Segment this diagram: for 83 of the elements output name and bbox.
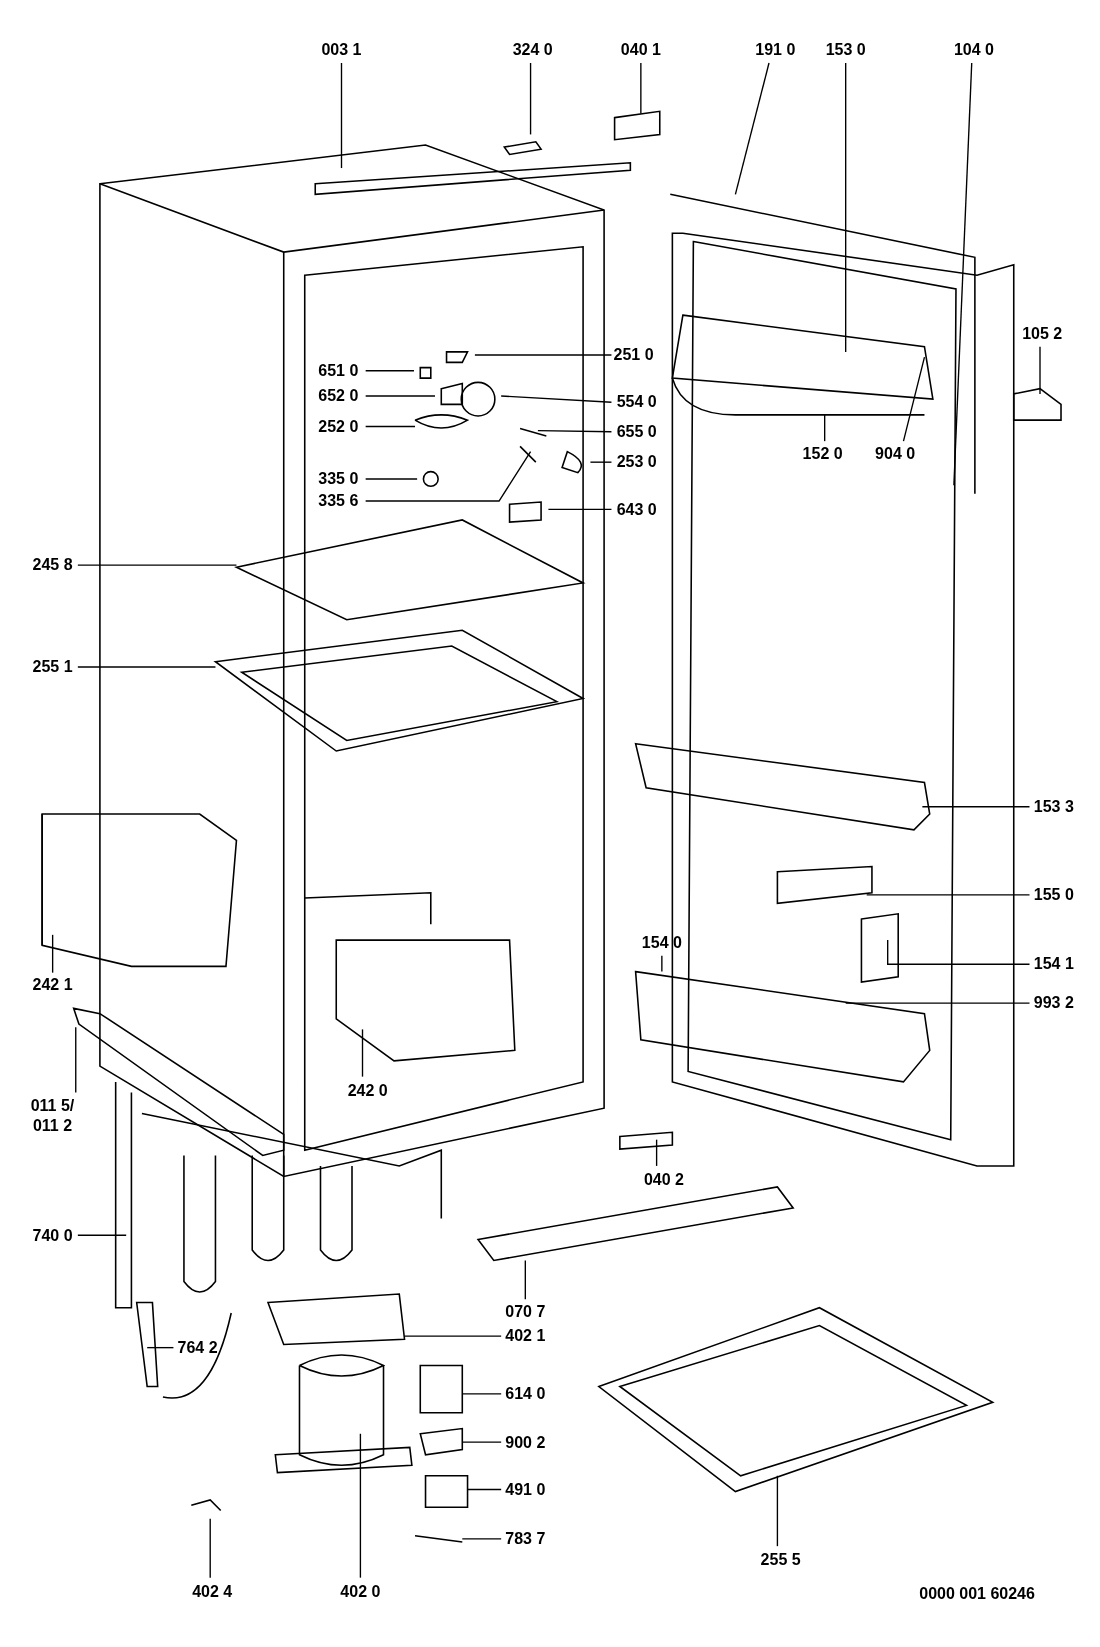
leader-line	[364, 425, 416, 428]
leader-line	[824, 414, 826, 442]
leader-line	[474, 354, 613, 356]
leader-line	[146, 1346, 175, 1349]
leader-line	[661, 955, 663, 973]
callout-number: 783 7	[505, 1529, 546, 1550]
callout-number: 153 0	[825, 40, 866, 61]
callout-number: 335 6	[318, 491, 359, 512]
callout-number: 651 0	[318, 360, 359, 381]
callout-number: 255 5	[760, 1550, 801, 1571]
callout-number: 070 7	[505, 1302, 546, 1323]
drawing-number: 0000 001 60246	[919, 1583, 1035, 1604]
leader-line	[589, 461, 613, 463]
callout-number: 993 2	[1033, 993, 1074, 1014]
callout-number: 251 0	[613, 345, 654, 366]
callout-number: 104 0	[953, 40, 994, 61]
leader-line	[461, 1393, 502, 1395]
leader-line	[655, 1139, 658, 1167]
callout-number: 040 1	[620, 40, 661, 61]
callout-number: 242 0	[347, 1080, 388, 1101]
leader-line	[77, 666, 217, 668]
callout-number: 105 2	[1022, 324, 1063, 345]
leader-line	[1039, 345, 1041, 395]
callout-number: 245 8	[32, 555, 73, 576]
callout-number: 154 1	[1033, 954, 1074, 975]
leader-line	[776, 1475, 779, 1547]
leader-line	[529, 62, 532, 136]
leader-line	[734, 62, 770, 195]
callout-number: 153 3	[1033, 796, 1074, 817]
callout-number: 900 2	[505, 1432, 546, 1453]
leader-line	[340, 62, 343, 169]
leader-line	[921, 806, 1031, 808]
leader-line	[524, 1259, 526, 1300]
leader-line	[845, 1002, 1031, 1004]
callout-number: 335 0	[318, 469, 359, 490]
leader-line	[461, 1441, 502, 1443]
leader-line	[866, 894, 1031, 896]
callout-number: 764 2	[177, 1337, 218, 1358]
leader-line	[364, 478, 418, 480]
leader-line	[209, 1518, 211, 1579]
leader-line	[547, 508, 613, 511]
leader-line	[887, 939, 1031, 965]
leader-line	[953, 62, 973, 486]
leader-line	[359, 1433, 362, 1579]
callout-number: 554 0	[616, 392, 657, 413]
callout-number: 614 0	[505, 1384, 546, 1405]
callout-number: 324 0	[512, 40, 553, 61]
leader-line	[77, 564, 238, 566]
leader-line	[51, 934, 54, 974]
callout-number: 740 0	[32, 1225, 73, 1246]
callout-number: 242 1	[32, 975, 73, 996]
callout-number: 011 5/ 011 2	[26, 1095, 79, 1136]
leader-line	[403, 1335, 502, 1337]
callout-number: 152 0	[802, 443, 843, 464]
leader-line	[466, 1488, 502, 1491]
leader-line	[364, 370, 415, 372]
leader-line	[77, 1234, 127, 1236]
leader-line	[461, 1538, 502, 1540]
callout-number: 402 1	[505, 1326, 546, 1347]
leader-line	[364, 450, 532, 502]
leader-line	[500, 395, 613, 403]
leader-line	[640, 62, 642, 115]
leader-line	[845, 62, 847, 353]
callout-number: 904 0	[875, 443, 916, 464]
callout-number: 255 1	[32, 657, 73, 678]
callout-number: 655 0	[616, 421, 657, 442]
callout-number: 402 4	[192, 1581, 233, 1602]
leader-line	[361, 1028, 364, 1078]
callout-number: 191 0	[755, 40, 796, 61]
callout-number: 402 0	[340, 1581, 381, 1602]
callout-number: 040 2	[643, 1169, 684, 1190]
callout-number: 652 0	[318, 386, 359, 407]
leader-line	[364, 395, 436, 397]
leader-line	[537, 429, 613, 433]
callout-number: 253 0	[616, 452, 657, 473]
callout-number: 003 1	[321, 40, 362, 61]
callout-number: 491 0	[505, 1479, 546, 1500]
callout-number: 155 0	[1033, 885, 1074, 906]
callout-number: 643 0	[616, 499, 657, 520]
leader-line	[75, 1026, 77, 1094]
callout-number: 252 0	[318, 416, 359, 437]
callout-number: 154 0	[641, 933, 682, 954]
leader-line	[902, 356, 926, 442]
